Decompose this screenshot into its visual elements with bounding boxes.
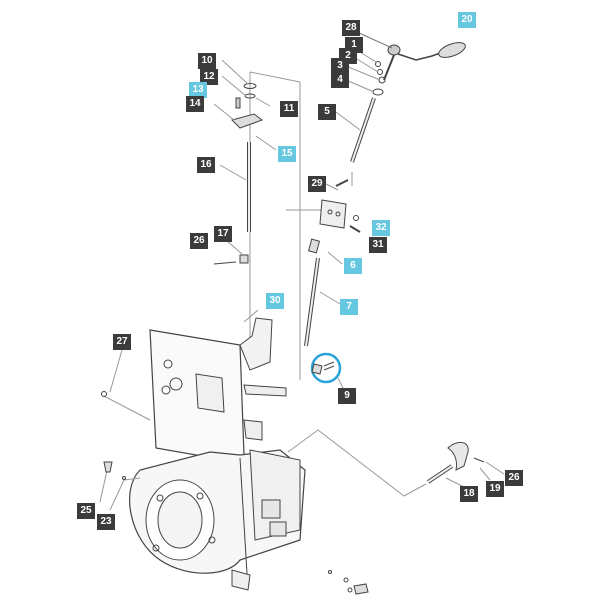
callout-11: 11 xyxy=(280,101,298,117)
callout-5: 5 xyxy=(318,104,336,120)
callout-4: 4 xyxy=(331,72,349,88)
rod-7-assembly xyxy=(304,238,343,347)
callout-18: 18 xyxy=(460,486,478,502)
callout-23: 23 xyxy=(97,514,115,530)
shift-lever xyxy=(356,31,466,81)
bottom-fasteners xyxy=(328,570,369,595)
callout-9: 9 xyxy=(338,388,356,404)
callout-12: 12 xyxy=(200,69,218,85)
callout-30: 30 xyxy=(266,293,284,309)
callout-26-lower: 26 xyxy=(505,470,523,486)
shift-fork xyxy=(447,442,505,481)
bracket-29 xyxy=(319,179,361,233)
callout-27: 27 xyxy=(113,334,131,350)
callout-25: 25 xyxy=(77,503,95,519)
bolt-27 xyxy=(101,391,107,397)
rod-16 xyxy=(219,142,251,232)
callout-17: 17 xyxy=(214,226,232,242)
pin-18 xyxy=(287,429,467,497)
callout-20: 20 xyxy=(458,12,476,28)
rod-5 xyxy=(335,97,376,163)
callout-6: 6 xyxy=(344,258,362,274)
callout-15: 15 xyxy=(278,146,296,162)
small-parts-17-26 xyxy=(213,239,249,265)
callout-26-upper: 26 xyxy=(190,233,208,249)
callout-16: 16 xyxy=(197,157,215,173)
callout-13: 13 xyxy=(189,82,207,98)
callout-29: 29 xyxy=(308,176,326,192)
callout-31: 31 xyxy=(369,237,387,253)
plug-25 xyxy=(103,461,113,473)
callout-32: 32 xyxy=(372,220,390,236)
upper-shaft-parts xyxy=(213,59,277,151)
leader-lines-lower-left xyxy=(99,349,151,511)
callout-3: 3 xyxy=(331,58,349,74)
part-9-highlight xyxy=(310,352,345,391)
pin-23 xyxy=(122,476,126,480)
callout-7: 7 xyxy=(340,299,358,315)
callout-10: 10 xyxy=(198,53,216,69)
transmission-housing xyxy=(129,449,306,591)
callout-14: 14 xyxy=(186,96,204,112)
callout-28: 28 xyxy=(342,20,360,36)
callout-19: 19 xyxy=(486,481,504,497)
transmission-cover-plate xyxy=(149,309,287,463)
